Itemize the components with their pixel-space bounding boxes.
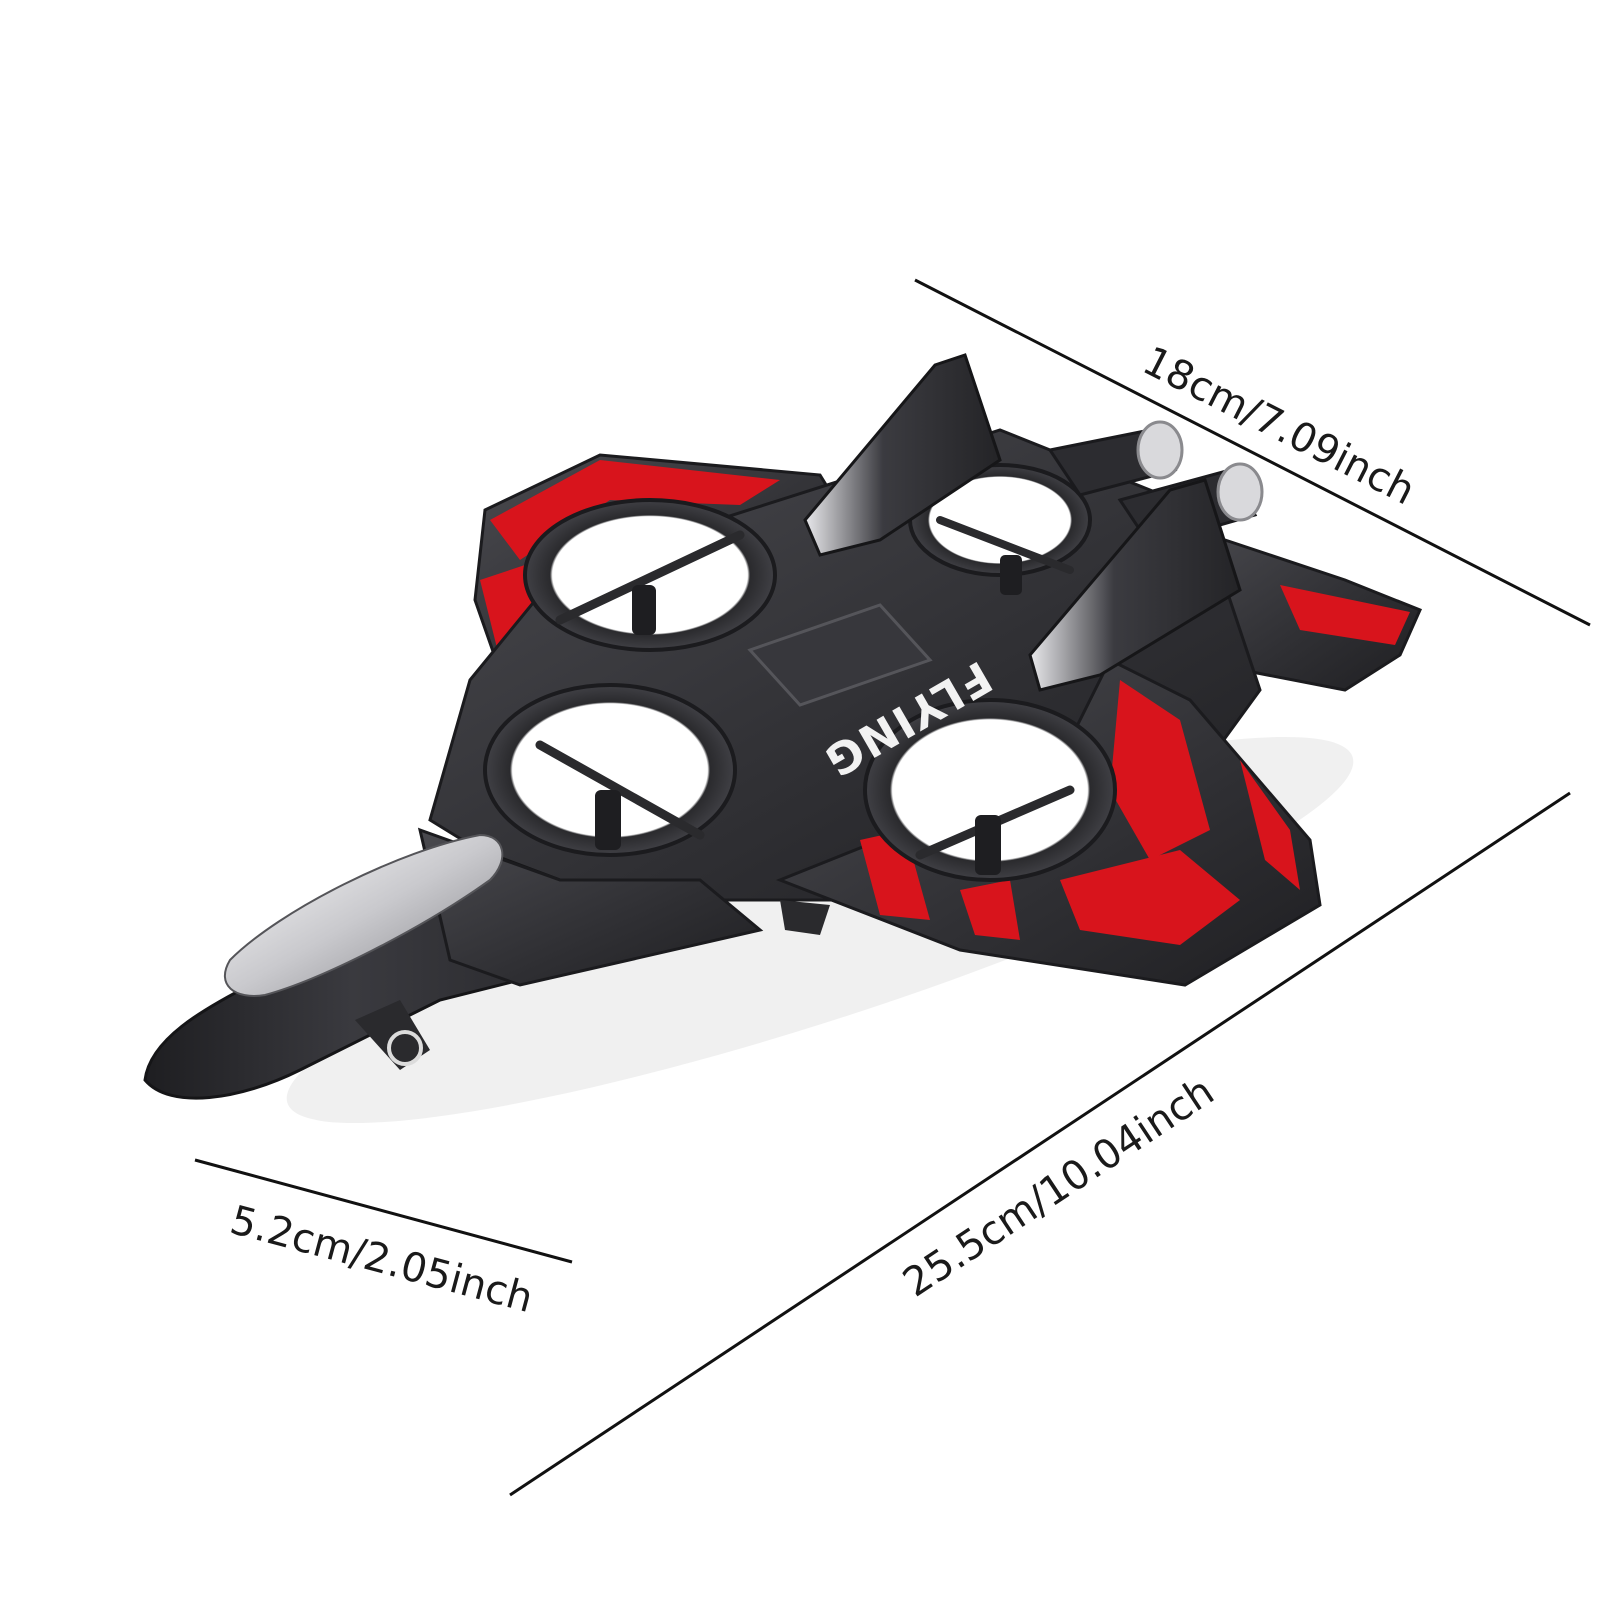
height-dimension-line (194, 1158, 573, 1264)
left-wing-accent-1 (490, 460, 780, 560)
drone-jet-toy: FLYING (143, 353, 1423, 1124)
right-tail-fin (1028, 478, 1242, 692)
front-wheel (387, 1030, 423, 1066)
rear-right-rotor-duct (863, 698, 1117, 882)
length-dimension-line (509, 791, 1571, 1497)
right-wing-accent-1 (1110, 680, 1210, 860)
front-right-rotor-duct (908, 463, 1092, 595)
right-wing-accent-4 (960, 880, 1020, 940)
rear-left-rotor-duct (483, 683, 737, 857)
right-wing-accent-5 (1240, 760, 1300, 890)
height-dimension-label: 5.2cm/2.05inch (225, 1197, 537, 1322)
rear-landing-gear (780, 900, 830, 935)
right-wing-accent-3 (860, 830, 930, 920)
right-tailplane-accent (1280, 585, 1410, 645)
width-dimension-line (914, 278, 1591, 627)
front-landing-gear (355, 1000, 430, 1070)
right-wing-accent-2 (1060, 850, 1240, 945)
left-engine-exhaust (1047, 420, 1184, 497)
battery-hatch (747, 603, 933, 707)
left-tail-fin (803, 353, 1002, 557)
left-chine-wing (417, 827, 764, 987)
canopy (224, 833, 504, 997)
length-dimension-label: 25.5cm/10.04inch (895, 1068, 1222, 1306)
front-left-rotor-duct (523, 498, 777, 652)
